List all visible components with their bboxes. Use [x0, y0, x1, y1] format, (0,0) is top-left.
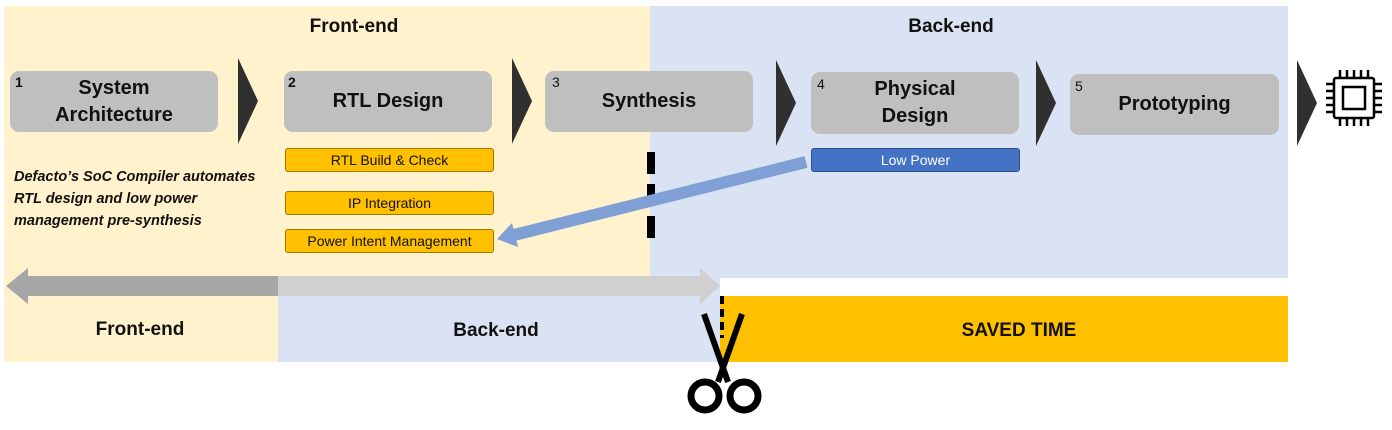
- step-number: 2: [288, 74, 296, 90]
- scissors-icon: [687, 313, 762, 414]
- step-physical-design: Physical Design: [811, 72, 1019, 134]
- chevron-right-icon: [776, 60, 796, 146]
- timeline-front-end-label: Front-end: [95, 319, 185, 340]
- timeline-saved-time-band: [720, 296, 1288, 362]
- step-label: RTL Design: [332, 90, 444, 112]
- chevron-right-icon: [512, 58, 532, 144]
- chip-icon: [1326, 70, 1382, 126]
- timeline-back-end-label: Back-end: [453, 320, 539, 341]
- chevron-right-icon: [1036, 60, 1056, 146]
- task-power-intent-management: Power Intent Management: [285, 229, 494, 253]
- step-label: Prototyping: [1118, 93, 1231, 115]
- timeline-arrow: [6, 268, 720, 304]
- back-end-header: Back-end: [908, 16, 994, 37]
- task-low-power: Low Power: [811, 148, 1020, 172]
- task-rtl-build-check: RTL Build & Check: [285, 148, 494, 172]
- step-rtl-design: RTL Design: [284, 71, 492, 132]
- chevron-right-icon: [1297, 60, 1317, 146]
- step-number: 4: [817, 76, 825, 92]
- step-label: Synthesis: [601, 90, 697, 112]
- step-number: 5: [1075, 78, 1083, 94]
- timeline-saved-time-label: SAVED TIME: [961, 320, 1077, 341]
- step-prototyping: Prototyping: [1070, 74, 1279, 135]
- front-end-header: Front-end: [309, 16, 399, 37]
- task-ip-integration: IP Integration: [285, 191, 494, 215]
- step-label: Physical Design: [874, 78, 956, 127]
- chevron-right-icon: [238, 58, 258, 144]
- step-label: System Architecture: [55, 76, 173, 126]
- back-end-region: [650, 6, 1288, 278]
- step-system-architecture: System Architecture: [10, 71, 218, 132]
- step-number: 1: [15, 74, 23, 90]
- step-number: 3: [552, 74, 560, 90]
- shift-left-arrow: [497, 156, 808, 247]
- compiler-note: Defacto’s SoC Compiler automates RTL des…: [14, 169, 256, 229]
- step-synthesis: Synthesis: [545, 71, 753, 132]
